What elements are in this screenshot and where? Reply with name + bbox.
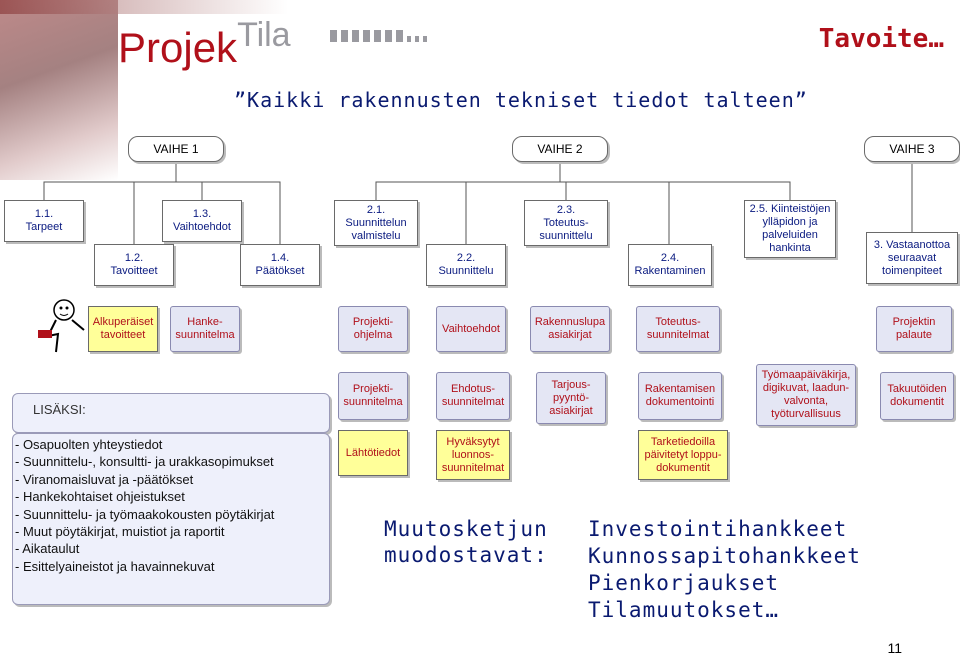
yellow-tarketiedoilla-paivitetyt: Tarketiedoilla päivitetyt loppu- dokumen… — [638, 430, 728, 480]
extra-tyomaapaivakirja: Työmaapäiväkirja, digikuvat, laadun- val… — [756, 364, 856, 426]
doc-toteutussuunnitelmat: Toteutus- suunnitelmat — [636, 306, 720, 352]
extra-takuutoiden-dokumentit: Takuutöiden dokumentit — [880, 372, 954, 420]
step-2-3: 2.3. Toteutus- suunnittelu — [524, 200, 608, 246]
info-item: - Aikataulut — [15, 540, 329, 557]
step-2-5: 2.5. Kiinteistöjen ylläpidon ja palvelui… — [744, 200, 836, 258]
doc-projektin-palaute: Projektin palaute — [876, 306, 952, 352]
lisaksi-label: LISÄKSI: — [33, 402, 86, 417]
step-3: 3. Vastaanottoa seuraavat toimenpiteet — [866, 232, 958, 284]
doc-alkuperaiset-tavoitteet: Alkuperäiset tavoitteet — [88, 306, 158, 352]
yellow-lahtotiedot: Lähtötiedot — [338, 430, 408, 476]
step-1-2: 1.2. Tavoitteet — [94, 244, 174, 286]
step-1-1: 1.1. Tarpeet — [4, 200, 84, 242]
muutosketjun-label: Muutosketjun muodostavat: — [384, 516, 548, 568]
extra-rakentamisen-dokumentointi: Rakentamisen dokumentointi — [638, 372, 722, 420]
step-1-4: 1.4. Päätökset — [240, 244, 320, 286]
extra-projektisuunnitelma: Projekti- suunnitelma — [338, 372, 408, 420]
phase-2-box: VAIHE 2 — [512, 136, 608, 162]
step-2-4: 2.4. Rakentaminen — [628, 244, 712, 286]
phase-3-box: VAIHE 3 — [864, 136, 960, 162]
doc-hankesuunnitelma: Hanke- suunnitelma — [170, 306, 240, 352]
project-types-list: Investointihankkeet Kunnossapitohankkeet… — [588, 516, 861, 624]
step-2-1: 2.1. Suunnittelun valmistelu — [334, 200, 418, 246]
info-item: - Suunnittelu-, konsultti- ja urakkasopi… — [15, 453, 329, 470]
yellow-hyvaksytyt-luonnossuunnitelmat: Hyväksytyt luonnos- suunnitelmat — [436, 430, 510, 480]
doc-rakennuslupa-asiakirjat: Rakennuslupa asiakirjat — [530, 306, 610, 352]
page-number: 11 — [887, 640, 902, 656]
info-item: - Suunnittelu- ja työmaakokousten pöytäk… — [15, 506, 329, 523]
info-item: - Esittelyaineistot ja havainnekuvat — [15, 558, 329, 575]
doc-vaihtoehdot: Vaihtoehdot — [436, 306, 506, 352]
info-item: - Muut pöytäkirjat, muistiot ja raportit — [15, 523, 329, 540]
step-1-3: 1.3. Vaihtoehdot — [162, 200, 242, 242]
phase-1-box: VAIHE 1 — [128, 136, 224, 162]
doc-projektiohjelma: Projekti- ohjelma — [338, 306, 408, 352]
extra-ehdotussuunnitelmat: Ehdotus- suunnitelmat — [436, 372, 510, 420]
additional-info-list: - Osapuolten yhteystiedot - Suunnittelu-… — [12, 433, 330, 605]
step-2-2: 2.2. Suunnittelu — [426, 244, 506, 286]
info-item: - Osapuolten yhteystiedot — [15, 436, 329, 453]
extra-tarjouspyyntoasiakirjat: Tarjous- pyyntö- asiakirjat — [536, 372, 606, 424]
person-figure-icon — [36, 296, 86, 354]
lisaksi-label-panel: LISÄKSI: — [12, 393, 330, 433]
info-item: - Hankekohtaiset ohjeistukset — [15, 488, 329, 505]
info-item: - Viranomaisluvat ja -päätökset — [15, 471, 329, 488]
